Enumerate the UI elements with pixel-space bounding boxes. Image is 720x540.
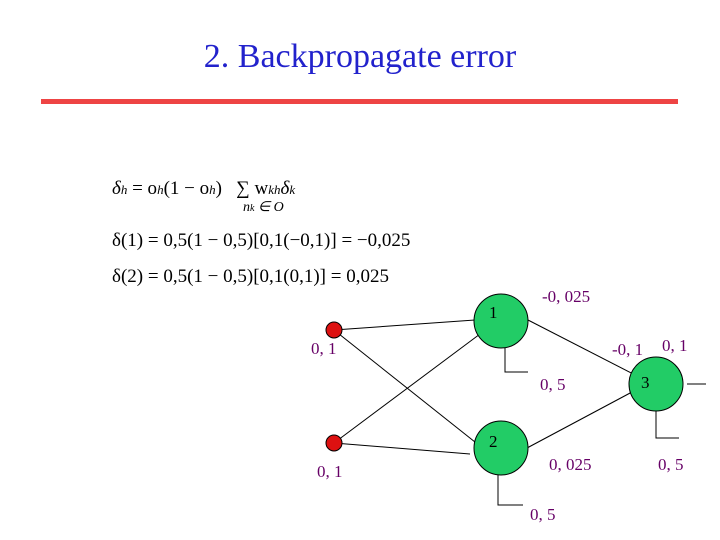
out2-label: 0, 5	[530, 505, 556, 524]
input-node-2	[325, 434, 343, 452]
sum-index: nk ∈ O	[243, 199, 284, 216]
neuron-3-label: 3	[641, 373, 650, 392]
out1-label: 0, 5	[540, 375, 566, 394]
edge-n1-n3	[527, 319, 638, 377]
delta-h-rhs: = o	[132, 178, 158, 199]
delta2-value: 0, 025	[549, 455, 592, 474]
delta-h-sub: h	[120, 182, 128, 197]
delta1-formula: δ(1) = 0,5(1 − 0,5)[0,1(−0,1)] = −0,025	[112, 230, 411, 251]
neuron-1-label: 1	[489, 303, 498, 322]
delta-symbol: δ	[112, 178, 121, 199]
delta-k: δ	[280, 178, 290, 199]
sum-index-tail: ∈ O	[257, 200, 284, 215]
in2-label: 0, 1	[317, 462, 343, 481]
input-node-1	[325, 321, 343, 339]
neuron-2	[473, 420, 529, 476]
in1-label: 0, 1	[311, 339, 337, 358]
edge-in2-n2	[333, 442, 471, 455]
stub-n3	[655, 411, 679, 439]
stub-n2	[497, 473, 523, 506]
delta2-formula: δ(2) = 0,5(1 − 0,5)[0,1(0,1)] = 0,025	[112, 266, 389, 287]
slide-title: 2. Backpropagate error	[203, 38, 517, 75]
w23-label: 0, 1	[662, 336, 688, 355]
o-h-sub: h	[157, 182, 164, 197]
w-kh-sub: kh	[268, 182, 281, 197]
delta-h-formula: δh = oh(1 − oh) ∑ wkhδk	[112, 178, 295, 200]
edge-in1-n1	[333, 319, 476, 331]
edge-n2-n3	[526, 391, 633, 449]
neuron-3	[628, 356, 684, 412]
sum-index-n: n	[243, 200, 250, 215]
neuron-1	[473, 293, 529, 349]
stub-n1	[504, 347, 528, 373]
title-underline	[41, 99, 678, 104]
delta-h-close: )	[215, 178, 222, 199]
w13-label: -0, 1	[612, 340, 643, 359]
neuron-2-label: 2	[489, 432, 498, 451]
delta-k-sub: k	[289, 182, 296, 197]
edge-in2-n1	[333, 333, 481, 444]
sum-term: ∑ w	[236, 178, 269, 199]
delta-h-paren: (1 − o	[163, 178, 210, 199]
out3-label: 0, 5	[658, 455, 684, 474]
o-h-sub-2: h	[209, 182, 216, 197]
sum-index-sub: k	[250, 203, 255, 214]
delta1-value: -0, 025	[542, 287, 590, 306]
